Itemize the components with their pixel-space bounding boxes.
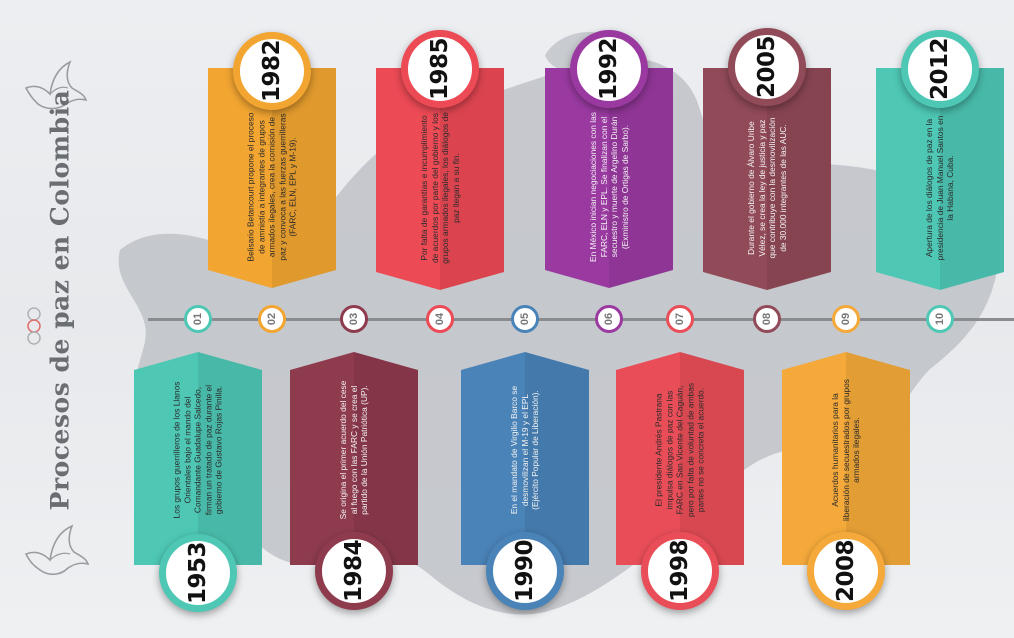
year-label: 1985 — [426, 37, 453, 101]
timeline-node-08: 08 — [753, 305, 781, 333]
timeline-node-01: 01 — [184, 305, 212, 333]
year-label: 1990 — [511, 539, 538, 603]
year-badge-1985: 1985 — [401, 30, 479, 108]
year-badge-1953: 1953 — [159, 534, 237, 612]
event-description: Apertura de los diálogos de paz en la pr… — [924, 115, 956, 261]
event-description: El presidente Andrés Pastrana impulsa di… — [653, 382, 706, 517]
node-number: 01 — [192, 312, 204, 326]
timeline-node-09: 09 — [832, 305, 860, 333]
event-card-body — [134, 352, 262, 565]
node-number: 09 — [840, 312, 852, 326]
timeline-node-03: 03 — [340, 305, 368, 333]
peace-rings-icon — [27, 307, 41, 345]
event-description: En México inician negociaciones con las … — [587, 112, 630, 262]
node-number: 03 — [348, 312, 360, 326]
year-label: 2008 — [832, 539, 859, 603]
event-description: Acuerdos humanitarios para la liberación… — [830, 378, 862, 521]
event-card-body — [461, 352, 589, 565]
dove-icon — [24, 524, 90, 576]
timeline-node-06: 06 — [595, 305, 623, 333]
year-badge-1998: 1998 — [641, 532, 719, 610]
year-label: 2012 — [926, 37, 953, 101]
page-title: Procesos de paz en Colombia — [45, 89, 75, 511]
timeline-node-10: 10 — [926, 305, 954, 333]
year-badge-1992: 1992 — [570, 30, 648, 108]
node-number: 06 — [603, 312, 615, 326]
timeline-node-05: 05 — [511, 305, 539, 333]
year-badge-2008: 2008 — [807, 532, 885, 610]
year-badge-1990: 1990 — [486, 532, 564, 610]
year-badge-2012: 2012 — [901, 30, 979, 108]
event-description: Se origina el primer acuerdo del cese al… — [338, 380, 370, 519]
node-number: 05 — [519, 312, 531, 326]
year-label: 1984 — [340, 539, 367, 603]
year-badge-1984: 1984 — [315, 532, 393, 610]
timeline-node-07: 07 — [666, 305, 694, 333]
timeline-node-02: 02 — [258, 305, 286, 333]
event-description: En el mandato de Virgilio Barco se desmo… — [509, 385, 541, 514]
node-number: 07 — [674, 312, 686, 326]
event-card-body — [616, 352, 744, 565]
year-label: 1992 — [595, 37, 622, 101]
event-description: Por falta de garantías e incumplimiento … — [418, 112, 461, 264]
dove-icon — [24, 60, 88, 110]
event-description: Los grupos guerrilleros de los Llanos Or… — [171, 381, 224, 518]
node-number: 10 — [934, 312, 946, 326]
event-card-body — [782, 352, 910, 565]
event-description: Durante el gobierno de Álvaro Uribe Véle… — [745, 117, 788, 259]
year-label: 1982 — [258, 39, 285, 103]
timeline-axis — [148, 318, 1014, 321]
node-number: 04 — [434, 312, 446, 326]
timeline-node-04: 04 — [426, 305, 454, 333]
event-description: Belisario Betancourt propone el proceso … — [245, 112, 298, 262]
year-label: 2005 — [753, 35, 780, 99]
year-label: 1953 — [184, 541, 211, 605]
year-label: 1998 — [666, 539, 693, 603]
node-number: 08 — [761, 312, 773, 326]
year-badge-2005: 2005 — [728, 28, 806, 106]
year-badge-1982: 1982 — [233, 32, 311, 110]
node-number: 02 — [266, 312, 278, 326]
event-card-body — [290, 352, 418, 565]
